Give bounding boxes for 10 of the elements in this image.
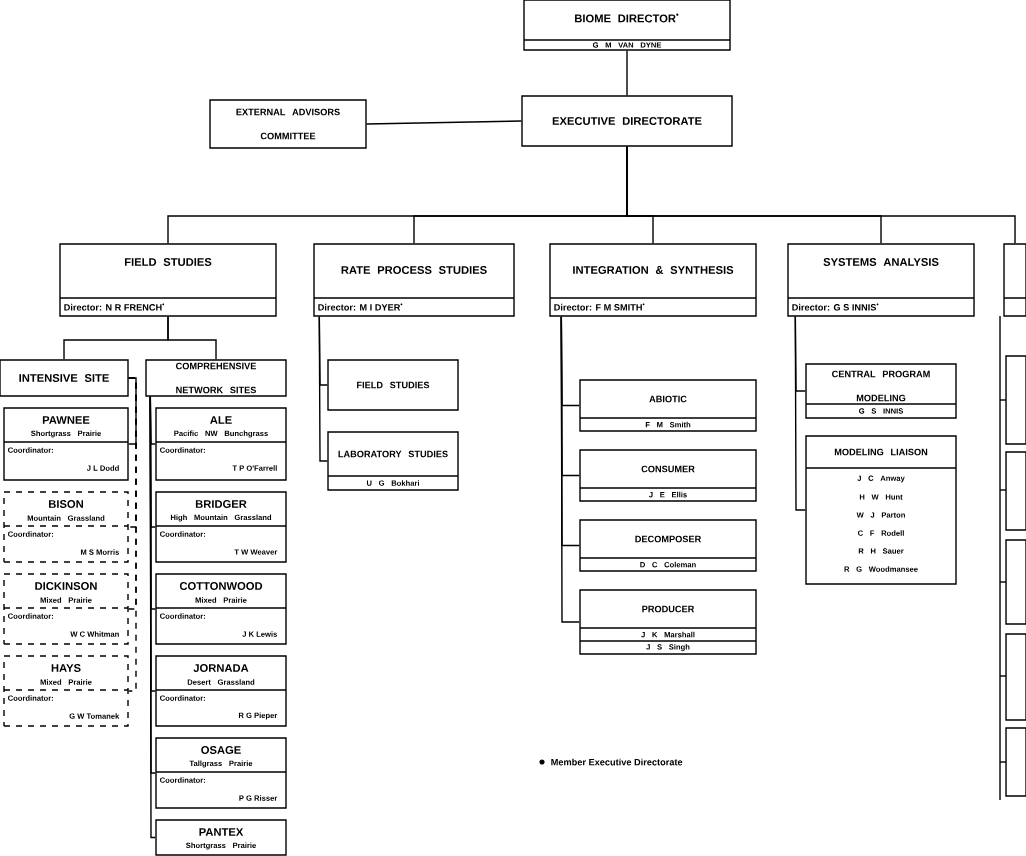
connector-line — [794, 316, 807, 511]
connector-line — [560, 316, 580, 623]
connector-line — [167, 316, 217, 360]
connector-line — [626, 146, 1016, 244]
connector-line — [366, 120, 522, 125]
connector-line — [626, 50, 628, 96]
cropped-box — [1003, 243, 1026, 317]
connector-line — [318, 316, 328, 462]
connector-line — [128, 377, 137, 692]
connector-line — [128, 377, 137, 445]
